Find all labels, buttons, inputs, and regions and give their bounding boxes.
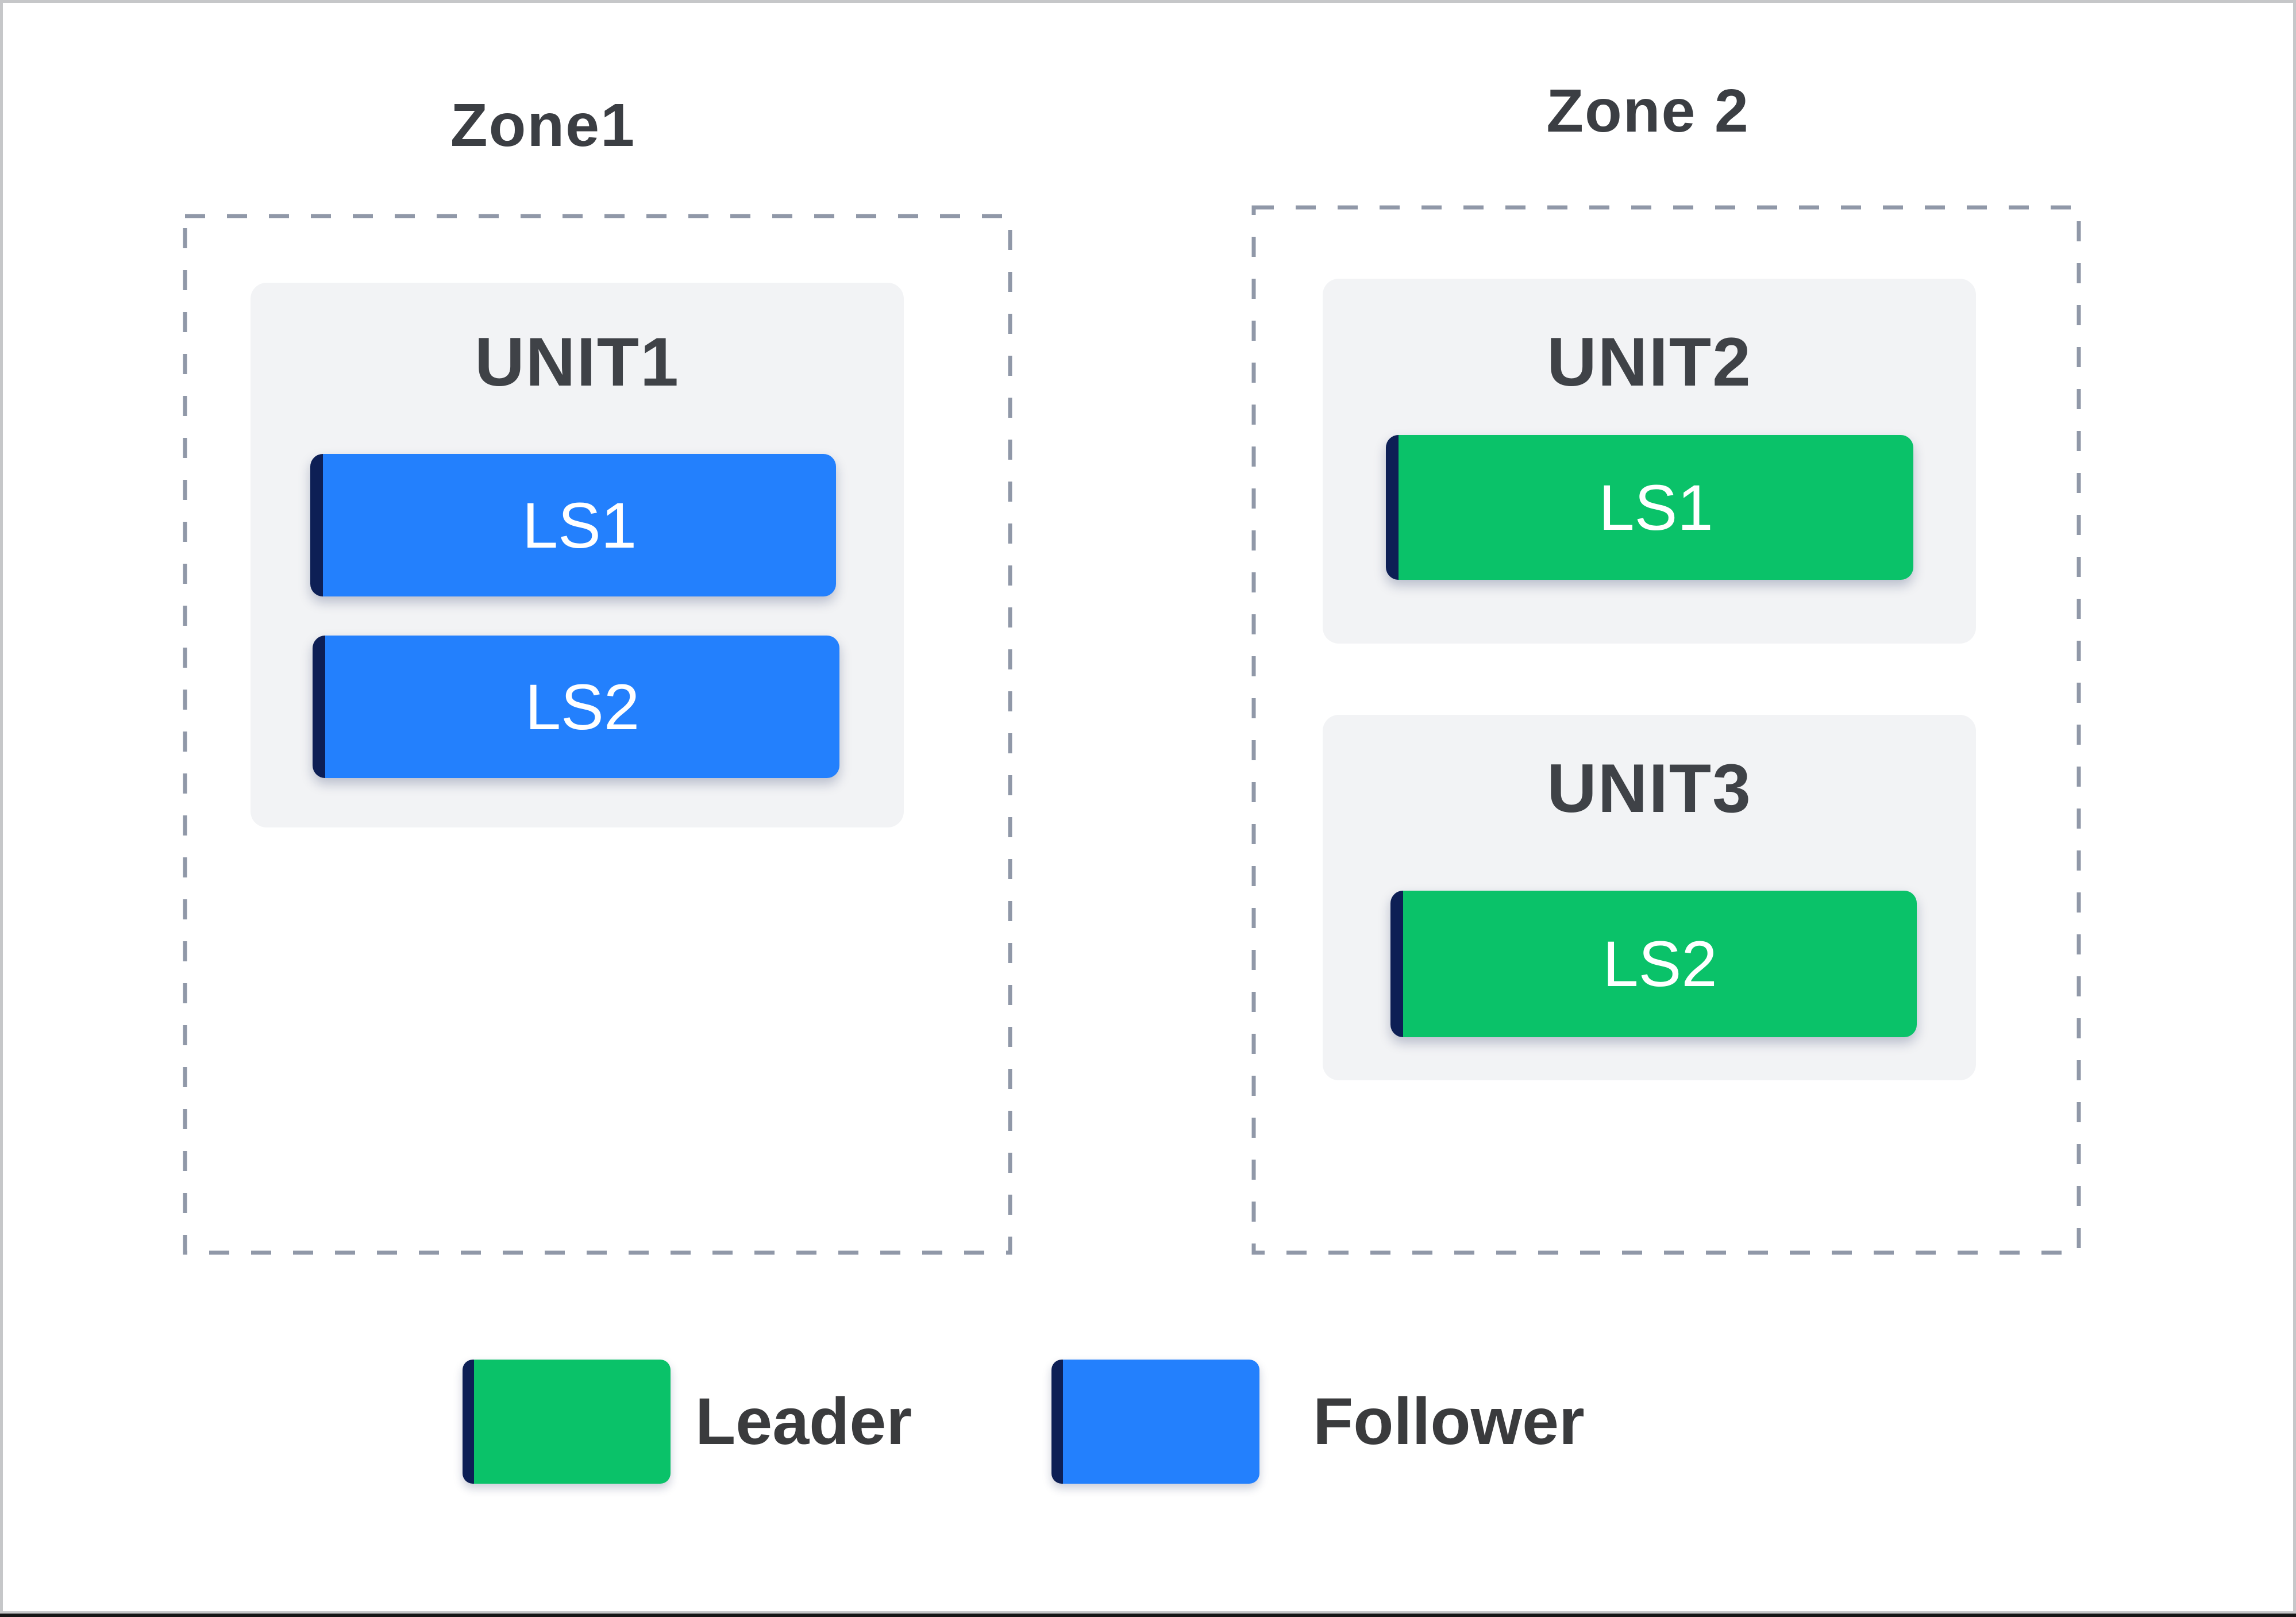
zone2-dashed-border <box>1251 205 2081 1255</box>
unit2-ls1-label: LS1 <box>1598 471 1713 544</box>
unit1-ls2-chip: LS2 <box>313 636 839 778</box>
legend-follower-label: Follower <box>1313 1385 1585 1458</box>
legend-leader-label: Leader <box>695 1385 912 1458</box>
unit3-ls2-label: LS2 <box>1602 928 1717 1000</box>
zone2-label: Zone 2 <box>1546 77 1750 145</box>
unit1-ls1-chip: LS1 <box>310 454 836 596</box>
unit1-title: UNIT1 <box>475 324 680 401</box>
zone1-label: Zone1 <box>450 91 636 159</box>
unit1-ls2-label: LS2 <box>525 671 640 743</box>
frame-bottom-edge <box>0 1614 2296 1617</box>
unit3-title: UNIT3 <box>1547 750 1752 827</box>
legend-follower-swatch <box>1051 1360 1259 1484</box>
zone1-dashed-border <box>183 214 1012 1255</box>
unit1-ls1-label: LS1 <box>522 489 637 561</box>
unit2-title: UNIT2 <box>1547 324 1752 401</box>
unit2-ls1-chip: LS1 <box>1386 435 1913 580</box>
unit3-ls2-chip: LS2 <box>1390 891 1917 1037</box>
legend-leader-swatch <box>463 1360 671 1484</box>
